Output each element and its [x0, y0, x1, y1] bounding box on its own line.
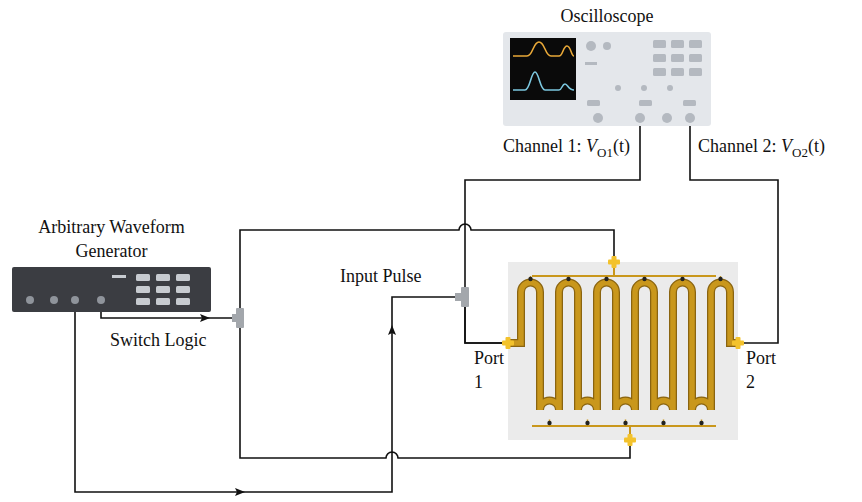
meander-line	[508, 283, 738, 411]
board-connector	[502, 256, 744, 446]
signal-wire	[75, 297, 502, 492]
scope-screen	[510, 38, 576, 100]
oscilloscope-body	[503, 32, 711, 126]
bias-bus	[528, 262, 722, 440]
trace-2	[513, 72, 574, 90]
signal-label: Channel 1: VO1(t)	[501, 136, 632, 161]
oscilloscope: Oscilloscope	[503, 32, 711, 126]
signal-label: Channel 2: VO2(t)	[696, 136, 827, 161]
scope-controls	[585, 40, 702, 123]
waveform-generator: Arbitrary Waveform Generator	[12, 267, 211, 312]
trace-1	[513, 42, 574, 56]
meander-outline	[508, 283, 738, 411]
tee-connector	[232, 287, 469, 328]
meander-board	[508, 262, 738, 440]
port-label: Port 2	[746, 346, 776, 394]
arrowhead	[200, 314, 210, 322]
generator-controls	[26, 274, 190, 305]
port-label: Port 1	[474, 346, 504, 394]
signal-label: Input Pulse	[338, 266, 424, 287]
generator-body	[12, 267, 211, 312]
arrowhead	[235, 488, 245, 496]
device-title: Oscilloscope	[503, 4, 711, 28]
device-title: Arbitrary Waveform Generator	[12, 215, 211, 263]
circuit-board: Port 1Port 2	[508, 262, 738, 440]
arrowhead	[388, 325, 396, 335]
signal-label: Switch Logic	[108, 330, 209, 351]
